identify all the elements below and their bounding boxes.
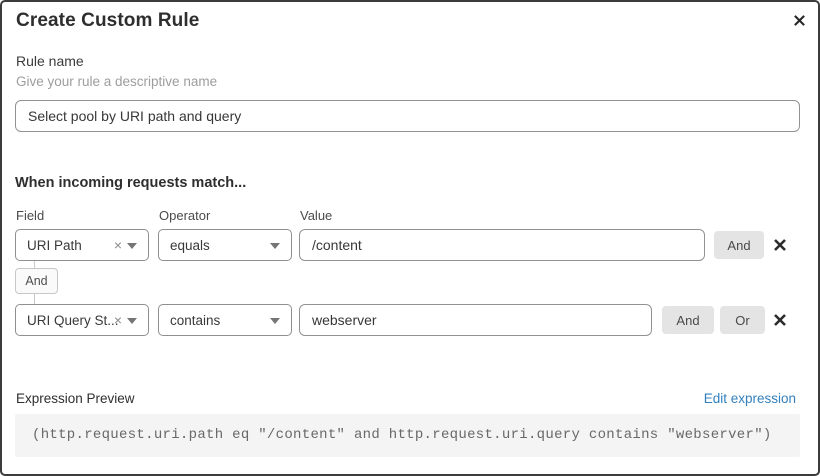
row2-remove-button[interactable] xyxy=(769,309,791,331)
rule-name-label: Rule name xyxy=(16,53,84,69)
dialog-title: Create Custom Rule xyxy=(16,10,200,31)
row2-field-value: URI Query St... xyxy=(27,312,119,328)
expression-code: (http.request.uri.path eq "/content" and… xyxy=(32,427,772,443)
close-button[interactable] xyxy=(788,9,810,31)
row1-operator-select[interactable]: equals xyxy=(158,229,292,261)
row1-field-select[interactable]: URI Path × xyxy=(15,229,149,261)
match-section-heading: When incoming requests match... xyxy=(15,175,247,191)
column-label-value: Value xyxy=(300,208,333,223)
row2-value-input[interactable] xyxy=(299,304,652,336)
expression-code-block: (http.request.uri.path eq "/content" and… xyxy=(15,414,800,457)
row2-operator-select[interactable]: contains xyxy=(158,304,292,336)
row1-field-clear-icon[interactable]: × xyxy=(113,237,122,253)
connector-and-badge[interactable]: And xyxy=(15,268,58,294)
edit-expression-link[interactable]: Edit expression xyxy=(703,391,796,406)
column-label-operator: Operator xyxy=(159,208,211,223)
close-icon xyxy=(793,14,805,26)
column-label-field: Field xyxy=(16,208,45,223)
row2-operator-caret-down-icon xyxy=(270,318,280,324)
rule-name-hint: Give your rule a descriptive name xyxy=(16,74,218,89)
row1-and-button[interactable]: And xyxy=(714,231,764,259)
row1-remove-icon xyxy=(774,239,786,251)
row2-operator-value: contains xyxy=(170,312,221,328)
row2-remove-icon xyxy=(774,314,786,326)
row2-and-button[interactable]: And xyxy=(662,306,714,334)
row1-remove-button[interactable] xyxy=(769,234,791,256)
row2-field-clear-icon[interactable]: × xyxy=(113,312,122,328)
row1-operator-caret-down-icon xyxy=(270,243,280,249)
row2-field-select[interactable]: URI Query St... × xyxy=(15,304,149,336)
row2-or-button[interactable]: Or xyxy=(720,306,765,334)
row1-operator-value: equals xyxy=(170,237,210,253)
row1-field-value: URI Path xyxy=(27,237,82,253)
rule-name-input[interactable] xyxy=(15,100,800,132)
expression-preview-label: Expression Preview xyxy=(16,391,135,406)
row2-field-caret-down-icon xyxy=(127,318,137,324)
row1-field-caret-down-icon xyxy=(127,243,137,249)
row1-value-input[interactable] xyxy=(299,229,705,261)
